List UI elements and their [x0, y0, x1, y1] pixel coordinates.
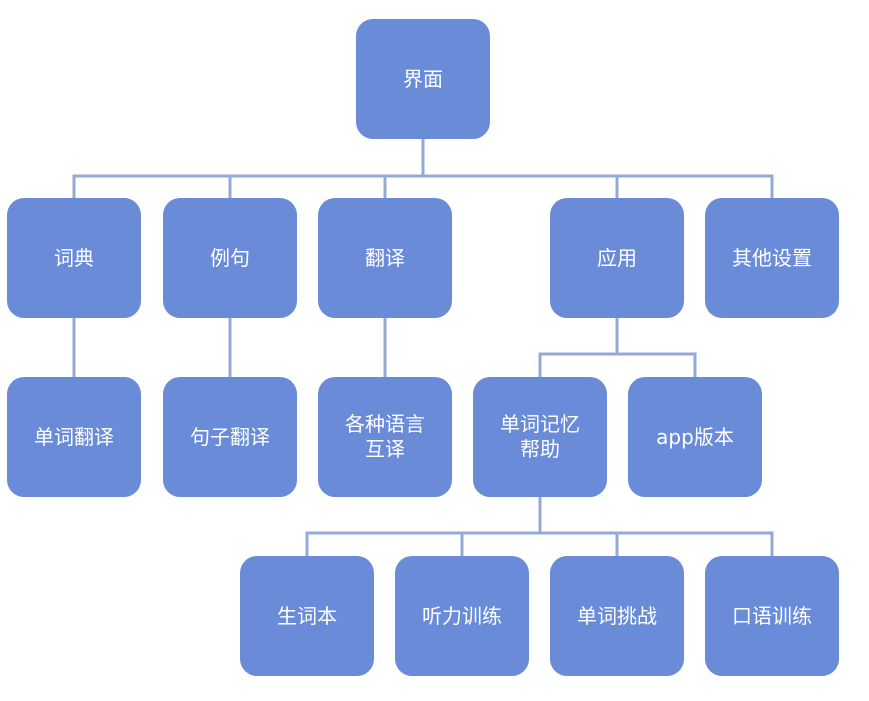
node-application: 应用 [550, 198, 684, 318]
node-listening-training: 听力训练 [395, 556, 529, 676]
node-example-sentences: 例句 [163, 198, 297, 318]
node-word-translation: 单词翻译 [7, 377, 141, 497]
node-multilanguage-translation: 各种语言 互译 [318, 377, 452, 497]
node-dictionary: 词典 [7, 198, 141, 318]
node-other-settings: 其他设置 [705, 198, 839, 318]
node-word-challenge: 单词挑战 [550, 556, 684, 676]
node-app-version: app版本 [628, 377, 762, 497]
node-word-memory-help: 单词记忆 帮助 [473, 377, 607, 497]
node-sentence-translation: 句子翻译 [163, 377, 297, 497]
node-vocabulary-book: 生词本 [240, 556, 374, 676]
node-root: 界面 [356, 19, 490, 139]
node-speaking-training: 口语训练 [705, 556, 839, 676]
node-translation: 翻译 [318, 198, 452, 318]
